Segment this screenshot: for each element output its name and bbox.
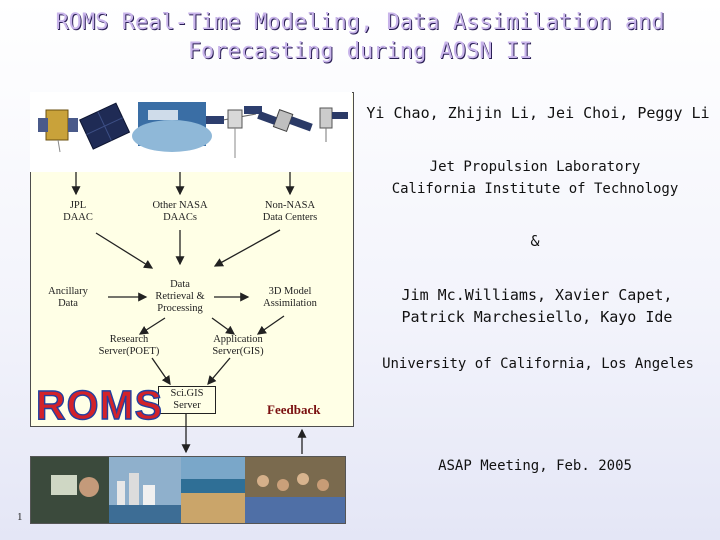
node-ancillary-line1: Ancillary <box>48 286 88 297</box>
satellite-1-image <box>38 109 78 153</box>
node-retrieval-line2: Retrieval & <box>155 291 205 302</box>
title-line-1: ROMS Real-Time Modeling, Data Assimilati… <box>55 10 665 35</box>
arrow-research-to-scigis <box>151 357 171 386</box>
arrow-retrieval-to-research <box>138 317 166 335</box>
node-application-server: Application Server(GIS) <box>202 334 274 358</box>
title-line-2: Forecasting during AOSN II <box>187 39 533 64</box>
satellite-image-strip <box>30 92 352 172</box>
arrow-app-to-scigis <box>207 357 231 385</box>
affiliation-ucla: University of California, Los Angeles <box>382 356 694 372</box>
satellite-images <box>30 92 352 172</box>
node-ancillary-line2: Data <box>58 298 78 309</box>
arrow-nonnasa-to-retrieval <box>213 229 281 267</box>
node-non-nasa-data-centers: Non-NASA Data Centers <box>254 200 326 224</box>
arrow-jpl-to-retrieval <box>95 232 154 269</box>
satellite-2-image <box>79 102 131 150</box>
event-name: ASAP Meeting, Feb. 2005 <box>438 458 632 474</box>
feedback-label: Feedback <box>267 402 321 417</box>
satellite-4-image <box>257 109 313 133</box>
affiliation-jpl-line2: California Institute of Technology <box>391 181 679 197</box>
node-ancillary-data: Ancillary Data <box>38 286 98 310</box>
node-model-line1: 3D Model <box>268 286 312 297</box>
node-data-retrieval-processing: Data Retrieval & Processing <box>146 279 214 315</box>
arrow-model-to-app <box>256 315 285 335</box>
earth-photo <box>132 102 212 152</box>
node-app-line1: Application <box>213 334 263 345</box>
node-3d-model-assimilation: 3D Model Assimilation <box>254 286 326 310</box>
node-app-line2: Server(GIS) <box>212 346 264 357</box>
node-other-nasa-line2: DAACs <box>163 212 197 223</box>
node-non-nasa-line1: Non-NASA <box>264 200 316 211</box>
node-scigis-box: Sci.GIS Server <box>158 386 216 414</box>
node-model-line2: Assimilation <box>263 298 317 309</box>
roms-logo: ROMS <box>35 381 163 428</box>
affiliation-jpl-line1: Jet Propulsion Laboratory <box>429 159 641 175</box>
node-retrieval-line3: Processing <box>157 303 203 314</box>
affiliation-jpl: Jet Propulsion Laboratory California Ins… <box>372 156 698 200</box>
satellite-3-image <box>206 106 262 158</box>
node-other-nasa-line1: Other NASA <box>152 200 208 211</box>
satellite-5-image <box>319 107 348 142</box>
node-scigis-server: Sci.GIS Server <box>158 386 216 414</box>
authors-ucla: Jim Mc.Williams, Xavier Capet, Patrick M… <box>376 284 698 328</box>
authors-ucla-line1: Jim Mc.Williams, Xavier Capet, <box>401 286 673 304</box>
node-research-line1: Research <box>109 334 149 345</box>
node-scigis-line2: Server <box>173 400 201 411</box>
node-jpl-daac-line2: DAAC <box>63 212 93 223</box>
node-scigis-line1: Sci.GIS <box>170 388 204 399</box>
user-photos <box>31 457 345 523</box>
authors-jpl: Yi Chao, Zhijin Li, Jei Choi, Peggy Li <box>366 104 710 122</box>
user-photo-strip <box>30 456 346 524</box>
node-retrieval-line1: Data <box>170 279 190 290</box>
node-jpl-daac: JPL DAAC <box>58 200 98 224</box>
page-number: 1 <box>17 511 23 523</box>
node-jpl-daac-line1: JPL <box>69 200 87 211</box>
arrow-retrieval-to-app <box>211 317 236 335</box>
node-research-server: Research Server(POET) <box>86 334 172 358</box>
node-research-line2: Server(POET) <box>98 346 160 357</box>
node-other-nasa-daacs: Other NASA DAACs <box>140 200 220 224</box>
slide-title: ROMS Real-Time Modeling, Data Assimilati… <box>0 8 720 66</box>
authors-ucla-line2: Patrick Marchesiello, Kayo Ide <box>401 308 673 326</box>
ampersand: & <box>530 232 540 250</box>
node-non-nasa-line2: Data Centers <box>262 212 318 223</box>
